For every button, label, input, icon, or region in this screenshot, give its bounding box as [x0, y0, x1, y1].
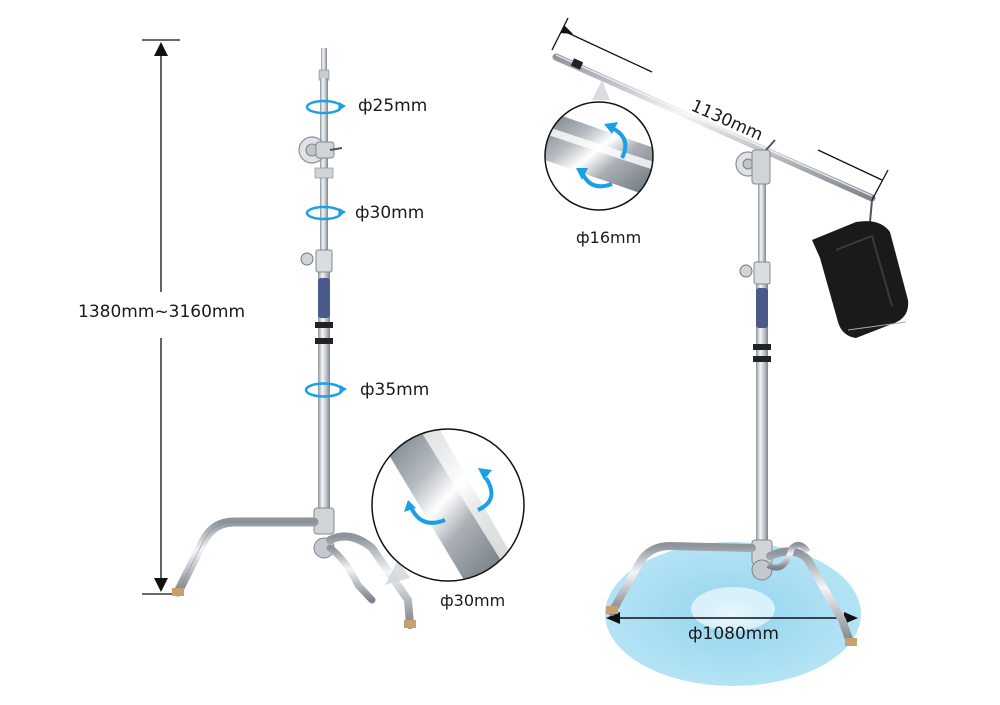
- boom-arm: [552, 53, 876, 202]
- turtle-base: [606, 539, 857, 646]
- sandbag: [812, 199, 909, 338]
- height-dimension-line: [142, 39, 180, 595]
- pole-section-bottom: [756, 265, 768, 545]
- base-footprint: [605, 542, 861, 686]
- grip-handle: [756, 288, 768, 328]
- left-c-stand: [142, 39, 525, 629]
- base-leg-diameter-label: ф30mm: [440, 591, 506, 610]
- grip-head: [298, 136, 343, 164]
- tube-diameter-mid-label: ф30mm: [355, 203, 425, 223]
- right-c-stand-with-arm: [544, 17, 909, 686]
- base-footprint-label: ф1080mm: [688, 624, 779, 644]
- tube-diameter-bottom-label: ф35mm: [360, 380, 430, 400]
- pole-section-top: [758, 180, 766, 270]
- height-knob: [300, 249, 333, 273]
- grip-head: [735, 139, 776, 185]
- arm-diameter-label: ф16mm: [576, 228, 642, 247]
- rotation-icon-bottom: [304, 382, 347, 398]
- tube-diameter-top-label: ф25mm: [358, 96, 428, 116]
- rotation-icon-mid: [305, 205, 346, 221]
- tube-zoom-callout-left: [371, 428, 525, 585]
- grip-handle: [318, 278, 330, 318]
- rotation-icon-top: [305, 99, 346, 115]
- tube-zoom-callout-right: [544, 101, 654, 211]
- turtle-base: [172, 507, 416, 629]
- pole-tip: [321, 48, 327, 76]
- height-range-label: 1380mm~3160mm: [78, 302, 246, 322]
- arm-length-dimension-line: [551, 17, 889, 201]
